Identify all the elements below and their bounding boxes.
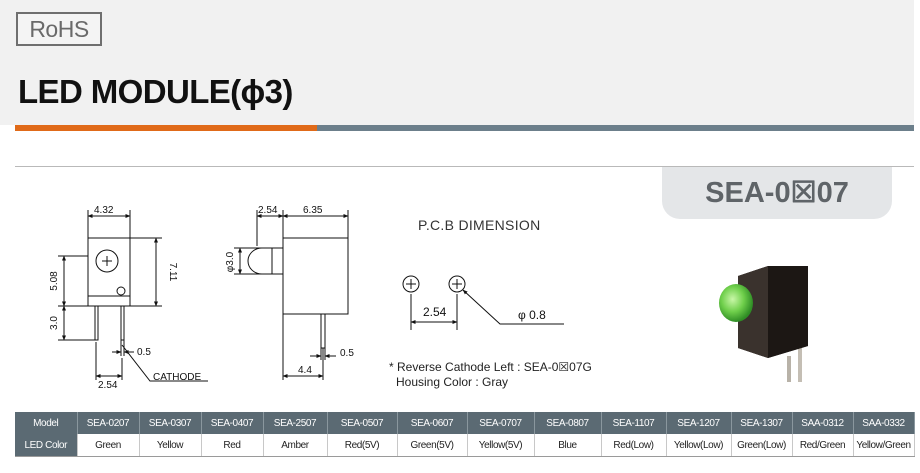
led-color-cell: Red: [201, 434, 264, 457]
model-tab: SEA-0☒07: [662, 167, 892, 219]
model-cell: SEA-2507: [263, 412, 328, 434]
dim-side-254: 2.54: [258, 205, 278, 216]
accent-bar-grey: [317, 125, 914, 131]
front-view: [58, 210, 208, 382]
led-color-cell: Green: [77, 434, 140, 457]
note-reverse-cathode: * Reverse Cathode Left : SEA-0☒07G: [389, 360, 592, 374]
technical-drawing: 4.32 7.11 5.08 3.0 0.5 2.54 CATHODE 2.54…: [49, 205, 808, 391]
led-color-cell: Yellow(5V): [467, 434, 535, 457]
led-color-cell: Green(Low): [731, 434, 793, 457]
led-color-cell: Yellow: [139, 434, 202, 457]
dim-05-front: 0.5: [137, 347, 151, 358]
product-led-lens: [719, 284, 753, 322]
row-label-model: Model: [15, 412, 78, 434]
pcb-pitch: 2.54: [423, 305, 447, 319]
model-cell: SEA-0407: [201, 412, 264, 434]
model-cell: SAA-0312: [792, 412, 854, 434]
cathode-label: CATHODE: [153, 372, 201, 383]
dim-508: 5.08: [49, 271, 60, 291]
model-cell: SEA-0707: [467, 412, 535, 434]
model-cell: SEA-1307: [731, 412, 793, 434]
side-led-dome: [247, 247, 283, 275]
dim-side-44: 4.4: [298, 365, 312, 376]
front-housing: [87, 237, 131, 307]
note-housing-color: Housing Color : Gray: [396, 375, 509, 389]
dim-30-front: 3.0: [49, 316, 60, 330]
dim-side-635: 6.35: [303, 205, 323, 216]
notes: * Reverse Cathode Left : SEA-0☒07G Housi…: [389, 360, 592, 390]
section-divider: [15, 166, 914, 167]
dim-front-width: 4.32: [94, 205, 114, 216]
model-cell: SEA-0607: [397, 412, 468, 434]
model-cell: SEA-1107: [601, 412, 667, 434]
model-cell: SEA-0307: [139, 412, 202, 434]
dim-total-height: 7.11: [167, 263, 178, 282]
table-row-led-color: LED Color Green Yellow Red Amber Red(5V)…: [15, 434, 915, 457]
side-pin: [320, 313, 326, 349]
front-pin-right: [120, 305, 125, 341]
led-color-cell: Red(Low): [601, 434, 667, 457]
led-color-cell: Green(5V): [397, 434, 468, 457]
pcb-diagram: [402, 275, 564, 330]
led-color-cell: Amber: [263, 434, 328, 457]
header-band: [0, 0, 914, 125]
accent-bar-orange: [15, 125, 317, 131]
page-title: LED MODULE(ϕ3): [18, 73, 293, 110]
rohs-logo: RoHS: [16, 12, 102, 46]
spec-table: Model SEA-0207 SEA-0307 SEA-0407 SEA-250…: [15, 412, 915, 457]
model-cell: SEA-0507: [327, 412, 398, 434]
led-color-cell: Blue: [534, 434, 602, 457]
pcb-hole-dim: φ 0.8: [518, 308, 546, 322]
product-photo: [719, 266, 808, 382]
front-pin-left: [94, 305, 99, 341]
model-cell: SEA-1207: [666, 412, 732, 434]
model-cell: SEA-0207: [77, 412, 140, 434]
side-housing: [282, 237, 349, 315]
led-color-cell: Yellow/Green: [853, 434, 915, 457]
model-cell: SEA-0807: [534, 412, 602, 434]
front-led-lens: [95, 249, 119, 273]
led-color-cell: Yellow(Low): [666, 434, 732, 457]
led-color-cell: Red/Green: [792, 434, 854, 457]
dim-side-05: 0.5: [340, 348, 354, 359]
model-cell: SAA-0332: [853, 412, 915, 434]
dim-phi-30: φ3.0: [225, 251, 236, 272]
table-row-model: Model SEA-0207 SEA-0307 SEA-0407 SEA-250…: [15, 412, 915, 434]
led-color-cell: Red(5V): [327, 434, 398, 457]
dim-254-front: 2.54: [98, 380, 118, 391]
row-label-led-color: LED Color: [15, 434, 78, 457]
pcb-title: P.C.B DIMENSION: [418, 217, 541, 233]
pcb-hole-left: [402, 275, 420, 293]
side-view: [234, 210, 349, 380]
pcb-hole-right: [448, 275, 466, 293]
